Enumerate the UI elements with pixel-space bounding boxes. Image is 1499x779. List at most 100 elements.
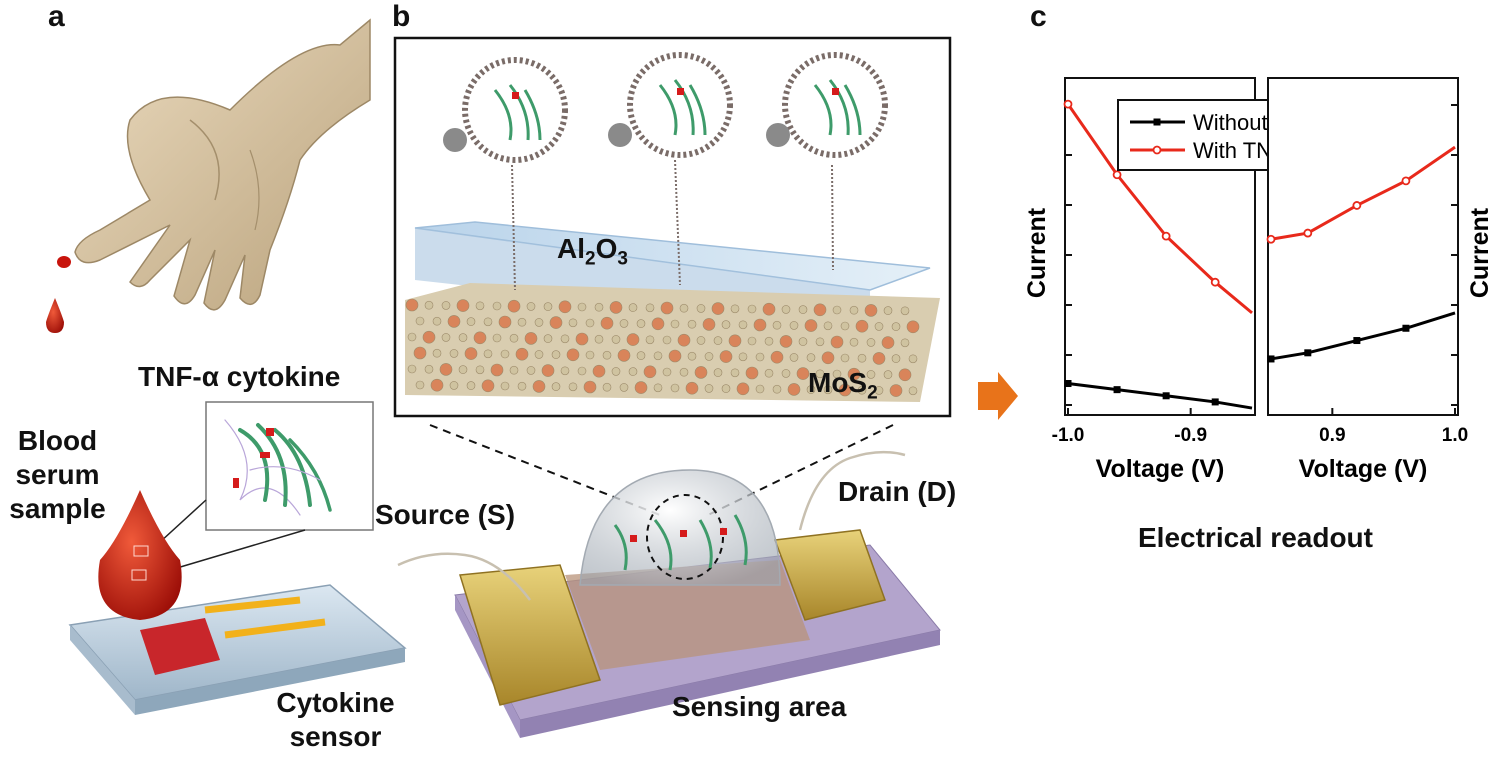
data-point-with <box>1266 234 1276 244</box>
lattice-atom <box>475 365 485 375</box>
lattice-atom <box>900 338 910 348</box>
lattice-atom <box>832 369 842 379</box>
lattice-atom <box>772 320 782 330</box>
lattice-atom <box>687 319 697 329</box>
lattice-atom <box>704 384 714 393</box>
lattice-atom <box>634 381 648 394</box>
lattice-atom <box>551 350 561 359</box>
lattice-atom <box>628 303 638 312</box>
lattice-atom <box>575 332 589 346</box>
cytokine-inset-box <box>205 401 374 531</box>
blood-serum-drop <box>98 490 182 620</box>
lattice-atom <box>500 381 510 391</box>
lattice-atom <box>592 364 606 378</box>
lattice-atom <box>866 338 876 347</box>
lattice-atom <box>551 382 561 391</box>
lattice-atom <box>560 334 570 344</box>
lattice-atom <box>611 367 621 376</box>
lattice-atom <box>464 347 478 360</box>
lattice-atom <box>577 302 587 312</box>
lattice-atom <box>874 322 884 331</box>
lattice-atom <box>407 332 417 342</box>
lattice-atom <box>577 366 587 376</box>
lattice-atom <box>815 337 825 347</box>
sample-label-line-1: Blood <box>17 425 98 456</box>
lattice-atom <box>815 369 825 379</box>
lattice-atom <box>738 352 748 362</box>
lattice-atom <box>475 301 485 311</box>
lattice-atom <box>721 384 731 393</box>
lattice-atom <box>458 333 468 342</box>
lattice-atom <box>738 320 748 330</box>
lattice-atom <box>730 304 740 314</box>
lattice-atom <box>787 383 801 396</box>
lattice-atom <box>585 350 595 360</box>
lattice-atom <box>568 382 578 392</box>
lattice-atom <box>840 353 850 363</box>
probe-molecules <box>443 52 888 291</box>
lattice-atom <box>619 383 629 392</box>
lattice-atom <box>755 384 765 394</box>
lattice-atom <box>602 382 612 392</box>
lattice-atom <box>747 304 757 314</box>
protein-structure-icon <box>224 419 332 516</box>
lattice-atom <box>779 335 793 348</box>
lattice-atom <box>541 364 555 377</box>
lattice-atom <box>534 318 544 327</box>
data-point-without <box>1211 398 1219 406</box>
x-axis-label: Voltage (V) <box>1096 455 1225 483</box>
lattice-atom <box>600 316 614 330</box>
lattice-atom <box>670 383 680 393</box>
lattice-atom <box>415 380 425 390</box>
data-point-with <box>1063 99 1073 109</box>
lattice-atom <box>847 367 861 381</box>
sensor-label-line-2: sensor <box>289 721 382 752</box>
lattice-atom <box>736 382 750 396</box>
lattice-atom <box>483 349 493 359</box>
lattice-atom <box>611 335 621 344</box>
lattice-atom <box>498 315 512 329</box>
lattice-atom <box>594 302 604 312</box>
lattice-atom <box>702 318 716 331</box>
lattice-atom <box>534 350 544 359</box>
lattice-atom <box>483 317 493 327</box>
lattice-atom <box>908 386 918 396</box>
lattice-atom <box>789 321 799 330</box>
lattice-atom <box>413 346 427 360</box>
lattice-atom <box>407 364 417 374</box>
lattice-atom <box>891 322 901 331</box>
lattice-atom <box>719 350 733 363</box>
lattice-atom <box>889 384 903 397</box>
lattice-atom <box>713 336 723 345</box>
x-tick-label: 1.0 <box>1442 425 1468 446</box>
lattice-atom <box>687 351 697 361</box>
cytokine-sensor-label: Cytokine sensor <box>248 686 423 754</box>
lattice-atom <box>424 300 434 310</box>
lattice-atom <box>432 316 442 326</box>
lattice-atom <box>651 317 665 331</box>
lattice-atom <box>424 364 434 374</box>
lattice-atom <box>560 366 570 376</box>
lattice-atom <box>823 321 833 331</box>
data-point-with <box>1161 231 1171 241</box>
lattice-atom <box>677 333 691 347</box>
source-label: Source (S) <box>375 499 516 530</box>
blood-drop-icon <box>46 298 64 333</box>
x-axis-label: Voltage (V) <box>1299 455 1428 483</box>
panel-letter-a: a <box>48 0 65 33</box>
lattice-atom <box>679 367 689 377</box>
lattice-atom <box>481 379 495 393</box>
lattice-atom <box>458 365 468 374</box>
lattice-atom <box>728 334 742 348</box>
lattice-atom <box>509 333 519 343</box>
lattice-atom <box>617 349 631 362</box>
lattice-atom <box>696 304 706 313</box>
lattice-atom <box>883 306 893 315</box>
lattice-atom <box>526 302 536 311</box>
lattice-atom <box>602 350 612 360</box>
lattice-atom <box>830 335 844 349</box>
lattice-atom <box>796 367 810 380</box>
mos2-label: MoS2 <box>808 366 878 411</box>
